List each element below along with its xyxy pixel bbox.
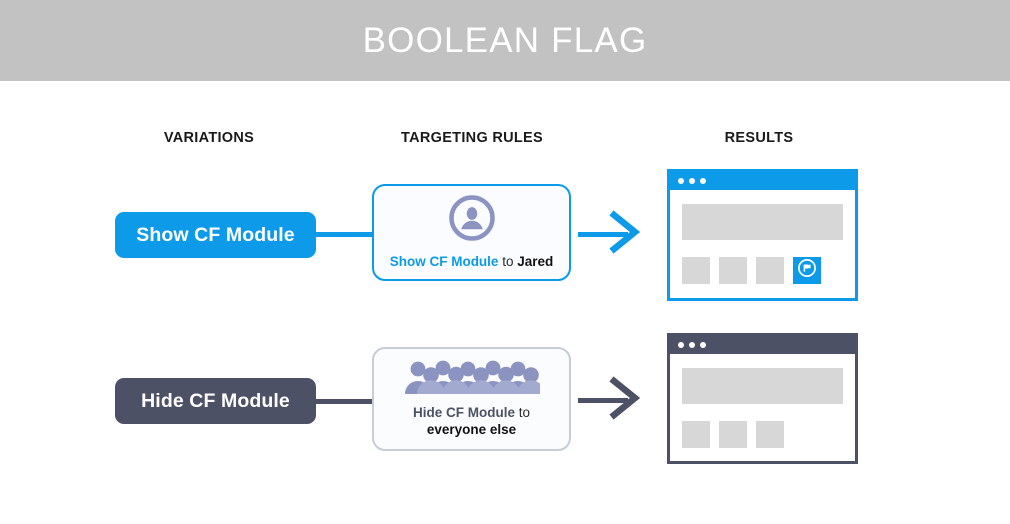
- column-heading-results: RESULTS: [724, 130, 794, 146]
- content-placeholder-hero: [682, 368, 843, 404]
- result-browser-window-show: [667, 169, 858, 301]
- flow-arrow-hide: [578, 376, 650, 424]
- rule-accent-text: Hide CF Module: [412, 405, 515, 420]
- rule-conjunction: to: [502, 254, 514, 269]
- browser-dot-icon: [689, 178, 695, 184]
- rule-target-text: everyone else: [426, 422, 517, 437]
- browser-titlebar: [670, 172, 855, 190]
- browser-dot-icon: [689, 342, 695, 348]
- content-placeholder-tile: [756, 421, 784, 448]
- browser-dot-icon: [678, 178, 684, 184]
- arrow-shaft: [578, 397, 628, 403]
- arrow-head-icon: [608, 210, 642, 259]
- cf-flag-icon: [797, 258, 817, 283]
- flow-arrow-show: [578, 210, 650, 258]
- rule-accent-text: Show CF Module: [389, 254, 499, 269]
- page-title: BOOLEAN FLAG: [362, 20, 648, 60]
- content-tile-group: [682, 257, 843, 284]
- arrow-shaft: [578, 231, 628, 237]
- content-placeholder-tile: [756, 257, 784, 284]
- variation-pill-hide[interactable]: Hide CF Module: [115, 378, 316, 424]
- content-placeholder-tile: [682, 257, 710, 284]
- browser-titlebar: [670, 336, 855, 354]
- browser-content: [670, 190, 855, 284]
- rule-conjunction: to: [518, 405, 531, 420]
- result-browser-window-hide: [667, 333, 858, 464]
- targeting-rule-card-show[interactable]: Show CF Module to Jared: [372, 184, 571, 281]
- arrow-head-icon: [608, 376, 642, 425]
- content-tile-group: [682, 421, 843, 448]
- column-heading-variations: VARIATIONS: [163, 130, 255, 146]
- page-header: BOOLEAN FLAG: [0, 0, 1010, 81]
- browser-dot-icon: [700, 178, 706, 184]
- connector-line-hide: [316, 398, 374, 404]
- cf-module-tile: [793, 257, 821, 284]
- browser-dot-icon: [678, 342, 684, 348]
- content-placeholder-tile: [719, 421, 747, 448]
- column-heading-targeting-rules: TARGETING RULES: [401, 130, 543, 146]
- flag-rule-row-hide: Hide CF Module: [0, 325, 1010, 470]
- connector-line-show: [316, 232, 374, 237]
- browser-dot-icon: [700, 342, 706, 348]
- flag-rule-row-show: Show CF Module Show CF Module to Jared: [0, 160, 1010, 305]
- targeting-rule-card-hide[interactable]: Hide CF Module to everyone else: [372, 347, 571, 451]
- targeting-rule-text-show: Show CF Module to Jared: [390, 253, 554, 270]
- content-placeholder-hero: [682, 204, 843, 240]
- content-placeholder-tile: [719, 257, 747, 284]
- variation-pill-label: Show CF Module: [136, 223, 295, 246]
- single-person-icon: [448, 195, 495, 241]
- crowd-of-people-icon: [404, 360, 545, 394]
- targeting-rule-text-hide: Hide CF Module to everyone else: [413, 404, 530, 438]
- content-placeholder-tile: [682, 421, 710, 448]
- rule-target-text: Jared: [517, 254, 554, 269]
- variation-pill-show[interactable]: Show CF Module: [115, 212, 316, 258]
- browser-content: [670, 354, 855, 448]
- variation-pill-label: Hide CF Module: [141, 389, 290, 412]
